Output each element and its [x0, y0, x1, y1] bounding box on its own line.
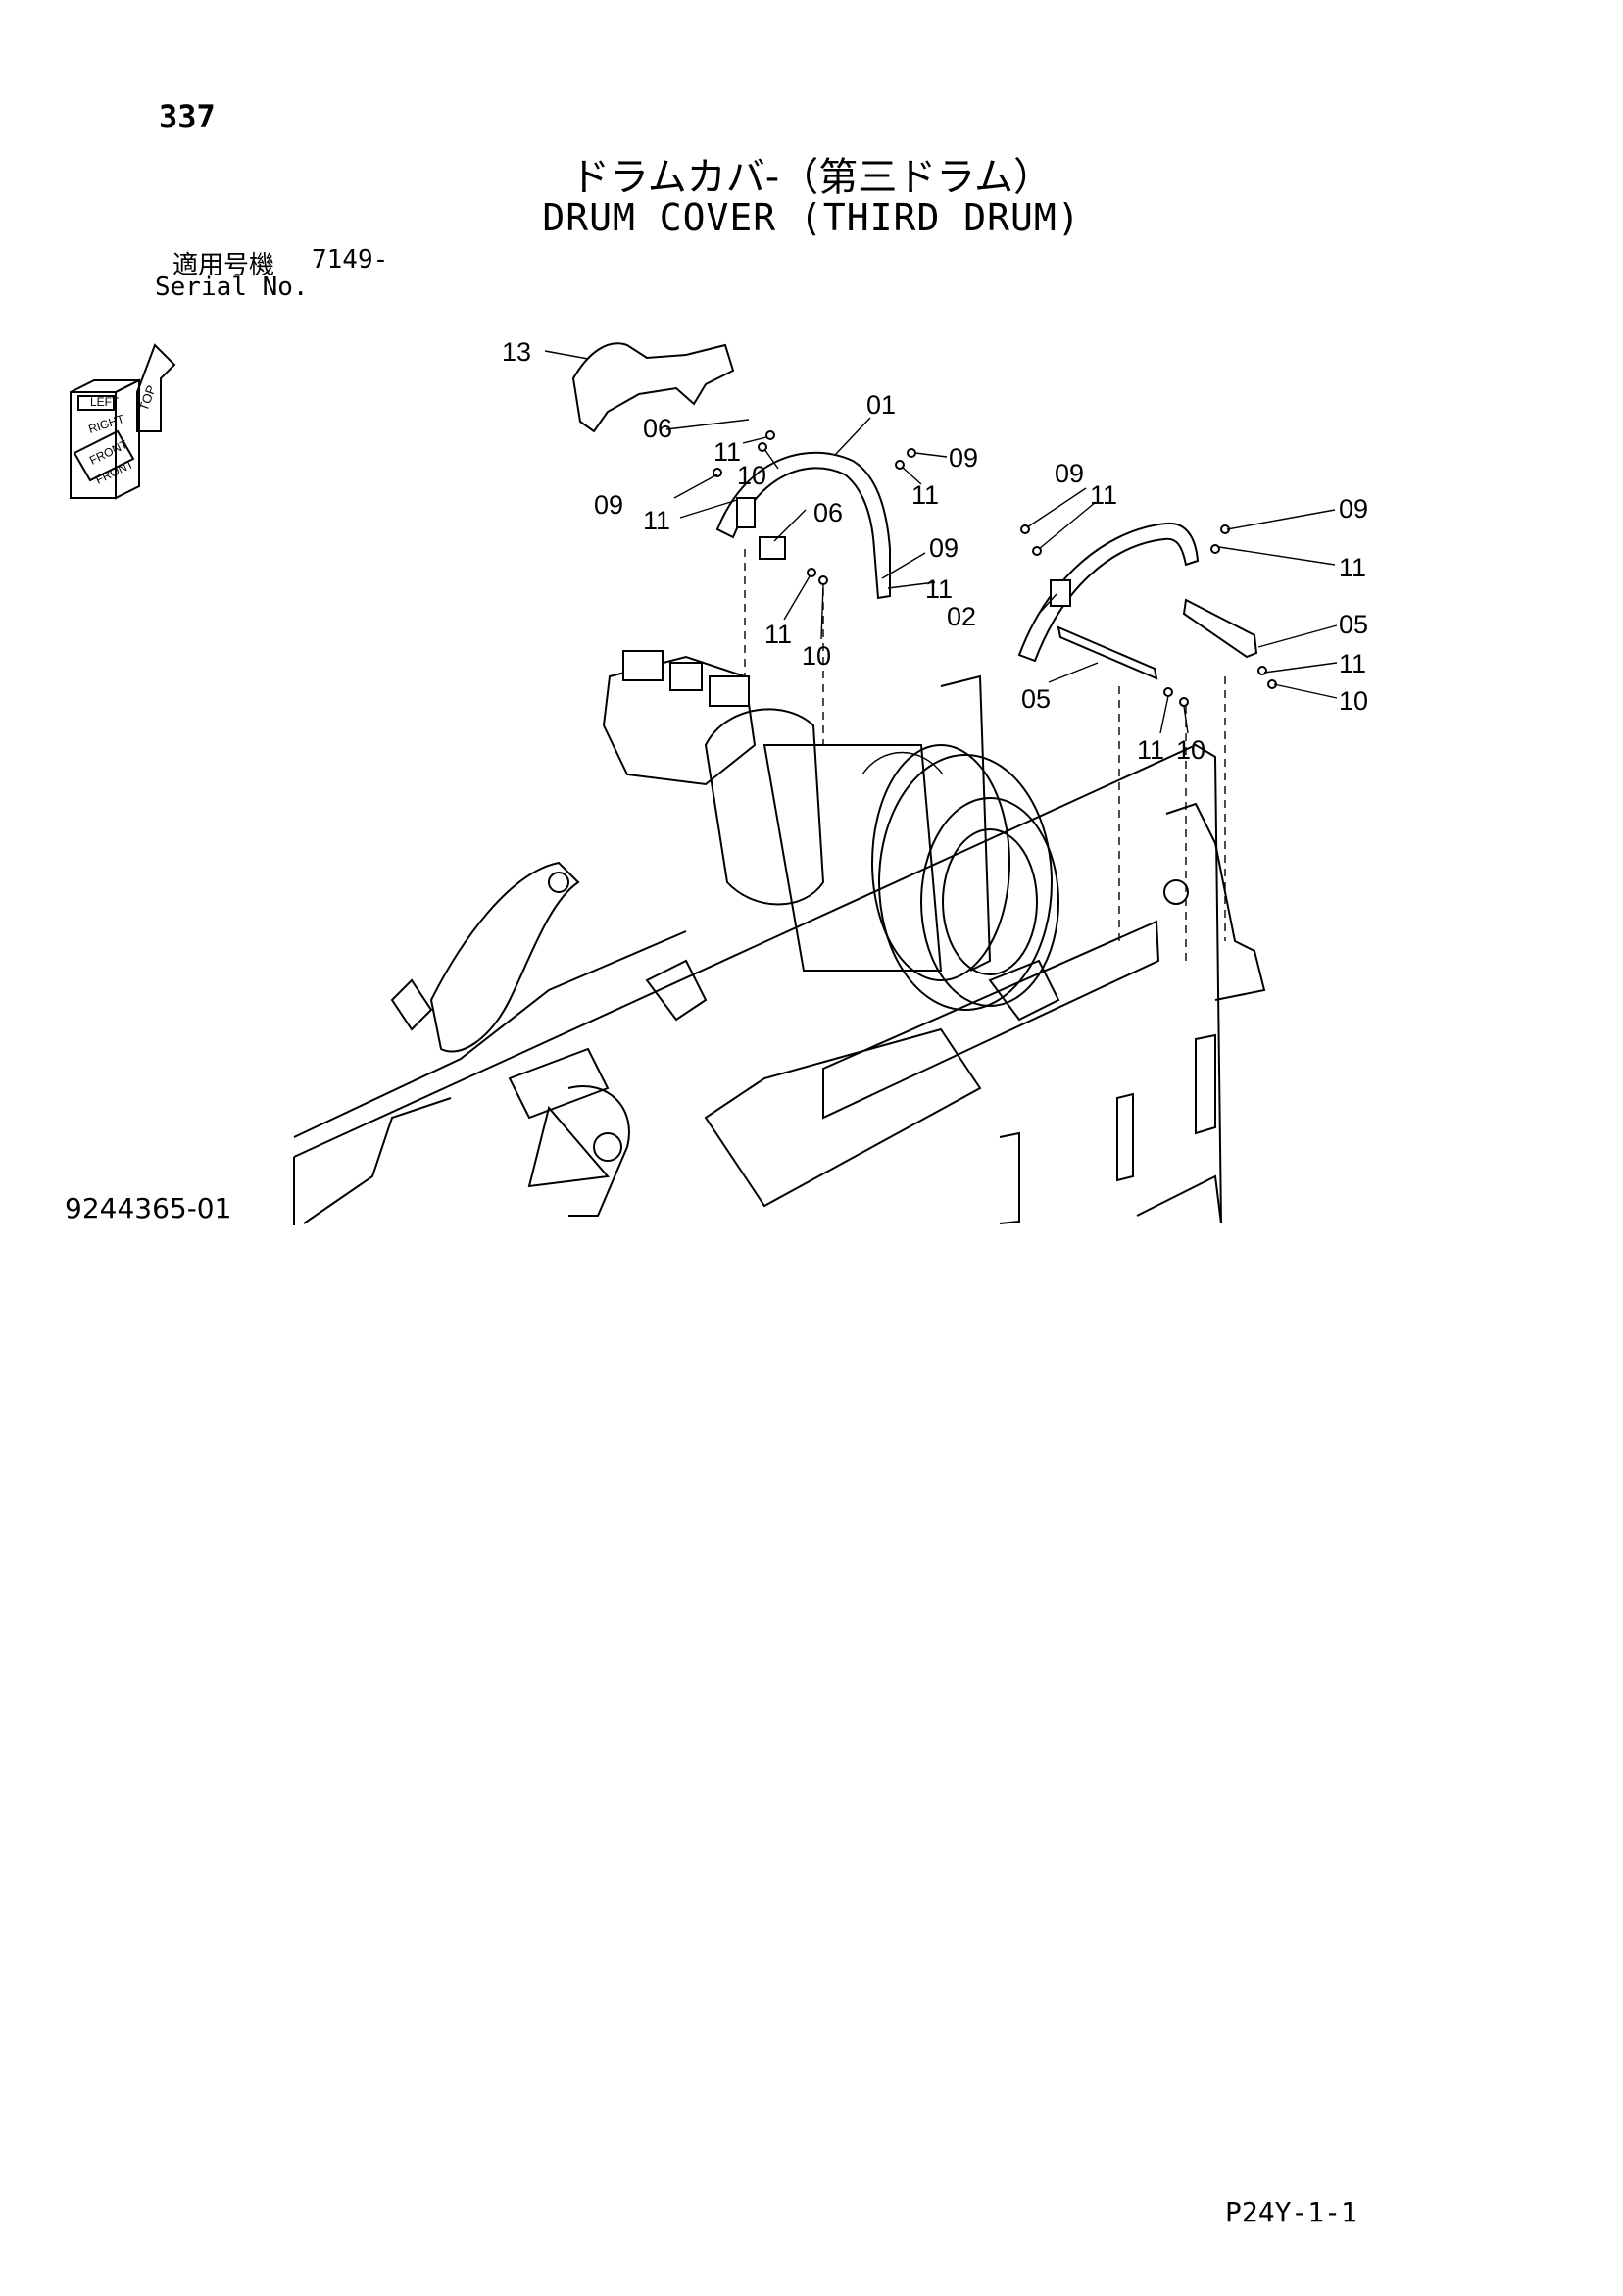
callout-11: 11 — [925, 574, 953, 604]
callout-10: 10 — [1339, 686, 1368, 716]
callout-09: 09 — [594, 490, 623, 520]
callout-06: 06 — [813, 498, 843, 527]
title-english: DRUM COVER (THIRD DRUM) — [542, 196, 1081, 239]
drawing-number: 9244365-01 — [65, 1192, 232, 1224]
cover-plate-part — [571, 342, 735, 433]
callout-13: 13 — [502, 337, 531, 367]
sheet-code: P24Y-1-1 — [1225, 2196, 1357, 2228]
callout-05: 05 — [1339, 610, 1368, 639]
callout-11: 11 — [1339, 649, 1366, 678]
callout-09: 09 — [949, 443, 978, 473]
leader-lines — [544, 350, 1338, 734]
serial-label-japanese: 適用号機 — [172, 251, 275, 280]
callout-09: 09 — [1055, 459, 1084, 488]
callout-11: 11 — [1339, 553, 1366, 582]
callout-01: 01 — [866, 390, 896, 420]
page-number: 337 — [159, 98, 216, 135]
orientation-indicator: TOP LEFT RIGHT FRONT FRONT — [70, 343, 176, 500]
callout-05: 05 — [1021, 684, 1051, 714]
callout-10: 10 — [802, 641, 831, 671]
callout-11: 11 — [911, 480, 939, 510]
orientation-label: LEFT — [90, 395, 120, 409]
callout-10: 10 — [737, 461, 766, 490]
callout-02: 02 — [947, 602, 976, 631]
drum-assembly — [602, 650, 1059, 1011]
drum-cover-arc-part — [1017, 522, 1258, 680]
callout-11: 11 — [764, 620, 792, 649]
callout-09: 09 — [929, 533, 959, 563]
orientation-label: RIGHT — [87, 412, 126, 436]
callout-11: 11 — [713, 437, 741, 467]
callout-labels: 13 06 11 10 01 09 11 09 11 06 09 11 11 1… — [502, 337, 1368, 765]
frame-structure — [293, 674, 1266, 1225]
callout-11: 11 — [643, 506, 670, 535]
serial-value: 7149- — [312, 245, 389, 275]
drum-cover-arc-part — [715, 451, 891, 600]
callout-11: 11 — [1137, 735, 1164, 765]
title-japanese: ドラムカバ-（第三ドラム） — [569, 155, 1054, 200]
fastener-group — [713, 430, 1277, 707]
callout-10: 10 — [1176, 735, 1205, 765]
callout-09: 09 — [1339, 494, 1368, 524]
callout-06: 06 — [643, 414, 672, 443]
callout-11: 11 — [1090, 480, 1117, 510]
serial-label-english: Serial No. — [155, 273, 309, 302]
